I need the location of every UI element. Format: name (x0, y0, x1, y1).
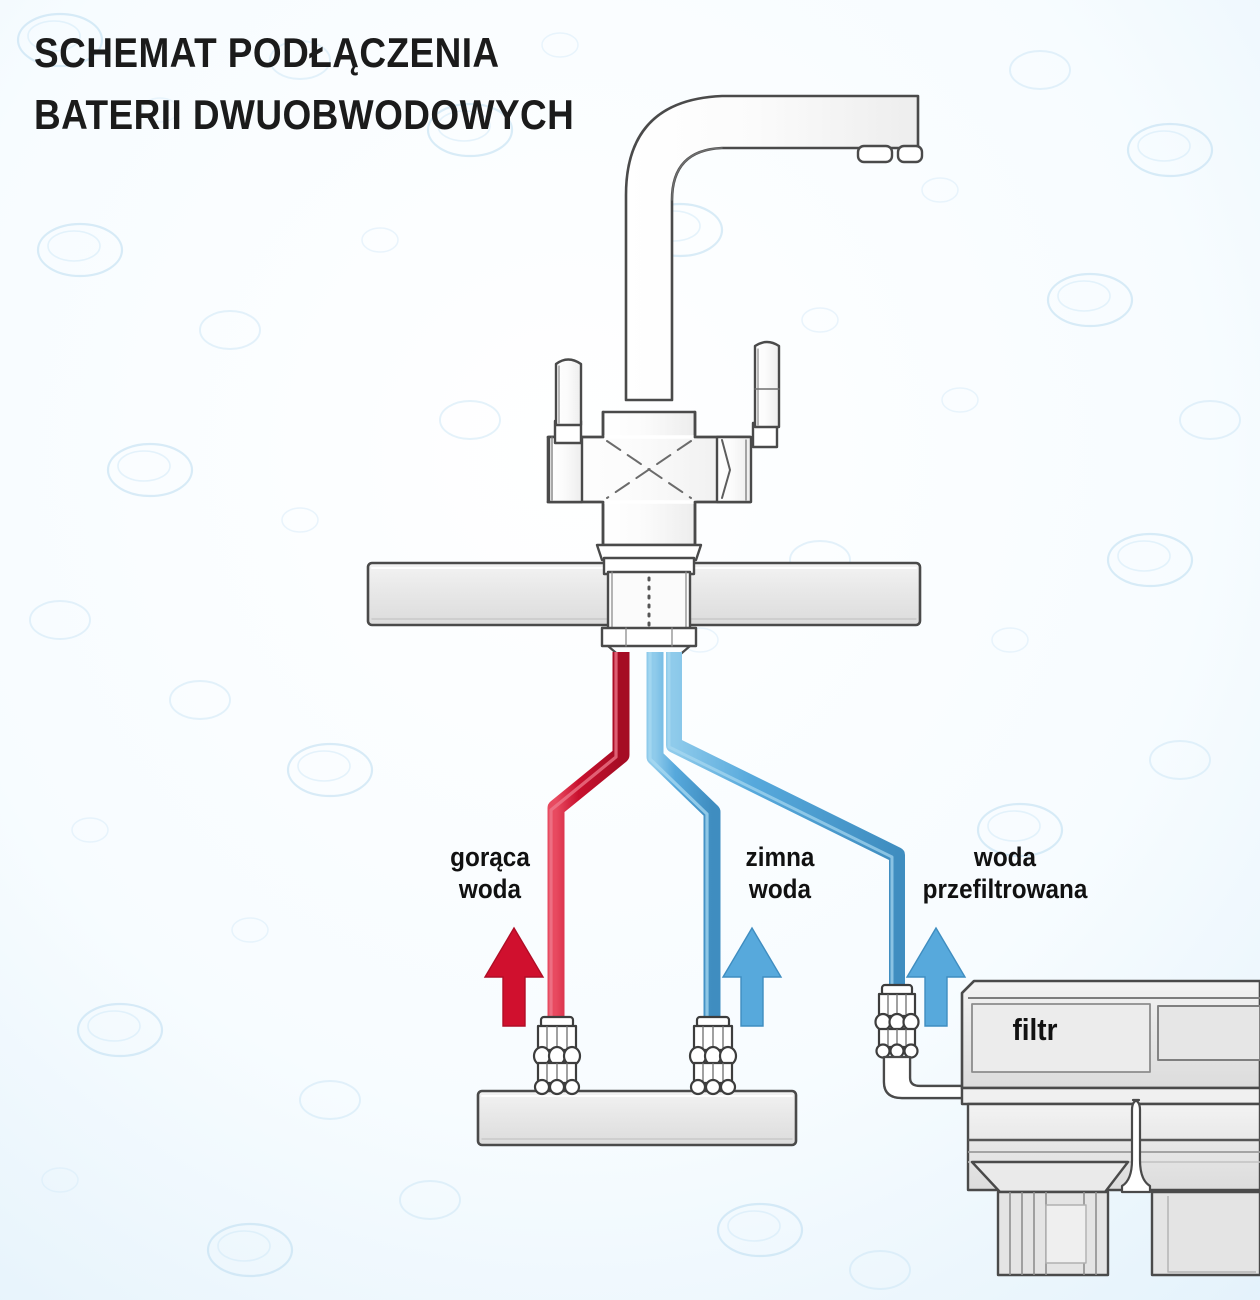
faucet-handle-left[interactable] (547, 358, 584, 504)
label-cold-water-line2: woda (748, 874, 812, 904)
supply-base-slab (476, 1089, 798, 1147)
title-line-1: SCHEMAT PODŁĄCZENIA (34, 29, 500, 76)
filtered-water-pipe (666, 652, 905, 990)
cold-water-pipe (646, 652, 721, 1022)
label-hot-water: gorąca woda (409, 841, 571, 905)
filter-housing (960, 979, 1260, 1277)
label-cold-water: zimna woda (699, 841, 861, 905)
title-line-2: BATERII DWUOBWODOWYCH (34, 91, 575, 138)
page-title: SCHEMAT PODŁĄCZENIA BATERII DWUOBWODOWYC… (34, 22, 754, 146)
flow-arrows (483, 926, 967, 1027)
filtered-flow-arrow (905, 926, 967, 1027)
hot-flow-arrow (483, 926, 545, 1027)
faucet-mounting-shank (595, 543, 703, 660)
label-hot-water-line2: woda (458, 874, 522, 904)
hot-supply-fitting (532, 1015, 582, 1096)
cold-supply-fitting (688, 1015, 738, 1096)
label-hot-water-line1: gorąca (450, 842, 530, 872)
faucet-spout (624, 94, 924, 402)
hot-water-pipe (547, 652, 630, 1022)
label-cold-water-line1: zimna (745, 842, 815, 872)
label-filter: filtr (1012, 1012, 1058, 1047)
faucet-handle-right[interactable] (715, 340, 781, 504)
faucet-body (546, 410, 752, 547)
filtered-supply-fitting (874, 983, 920, 1059)
label-filtered-water-line1: woda (973, 842, 1037, 872)
label-filtered-water-line2: przefiltrowana (922, 874, 1088, 904)
label-filtered-water: woda przefiltrowana (893, 841, 1118, 905)
cold-flow-arrow (721, 926, 783, 1027)
filter-inlet-elbow (882, 1055, 964, 1100)
